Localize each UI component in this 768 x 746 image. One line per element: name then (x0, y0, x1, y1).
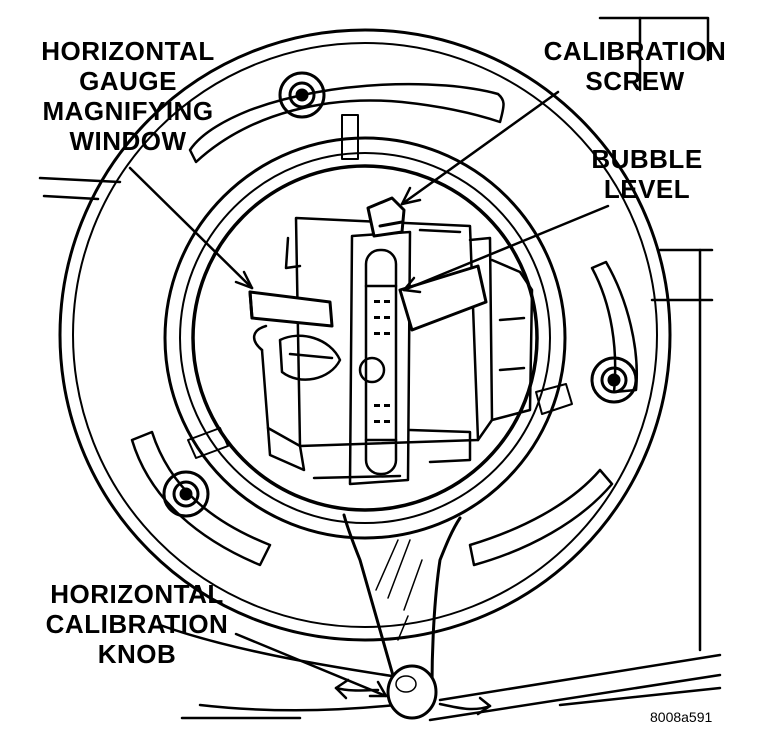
leader-bubble (402, 204, 610, 292)
gauge-body (253, 216, 534, 480)
gauge-ring-inner (191, 164, 539, 512)
mount-screw-top (278, 71, 326, 119)
gauge-ring-mid (179, 152, 551, 524)
magnifying-window-block (248, 290, 334, 328)
callout-calibration-screw: CALIBRATION SCREW (520, 36, 750, 96)
figure-id: 8008a591 (650, 709, 713, 725)
callout-magnifying-window: HORIZONTAL GAUGE MAGNIFYING WINDOW (18, 36, 238, 156)
slot-top (188, 82, 505, 164)
callout-bubble-level: BUBBLE LEVEL (572, 144, 722, 204)
slot-left (130, 430, 272, 567)
rotation-arrow-right (438, 702, 492, 711)
leader-knob (234, 632, 388, 698)
callout-line: SCREW (585, 66, 685, 96)
callout-line: BUBBLE (591, 144, 703, 174)
bubble-level-block (398, 264, 488, 332)
slot-right (590, 260, 638, 394)
ring-tab-right (535, 383, 573, 415)
callout-line: WINDOW (69, 126, 187, 156)
callout-line: CALIBRATION (45, 609, 229, 639)
calibration-knob (386, 664, 438, 720)
callout-calibration-knob: HORIZONTAL CALIBRATION KNOB (22, 579, 252, 669)
level-tick-marks (374, 300, 390, 423)
level-column (348, 230, 412, 486)
outer-ring (58, 28, 672, 642)
mount-screw-right (590, 356, 638, 404)
calibration-screw (366, 196, 406, 238)
calibration-arm (342, 513, 462, 688)
callout-line: HORIZONTAL (50, 579, 224, 609)
callout-line: CALIBRATION (543, 36, 727, 66)
callout-line: LEVEL (603, 174, 691, 204)
callout-line: KNOB (97, 639, 177, 669)
leader-window (128, 166, 254, 290)
outer-ring-inner-edge (72, 42, 658, 628)
leader-screw (400, 90, 560, 206)
gauge-ring-outer (163, 136, 567, 540)
ring-tab-top (341, 114, 359, 160)
callout-line: HORIZONTAL (41, 36, 215, 66)
callout-line: GAUGE (79, 66, 177, 96)
ring-tab-left (187, 427, 229, 459)
rotation-arrow-left (334, 686, 380, 692)
callout-line: MAGNIFYING (42, 96, 214, 126)
slot-bottom (468, 468, 614, 567)
mount-screw-left (162, 470, 210, 518)
